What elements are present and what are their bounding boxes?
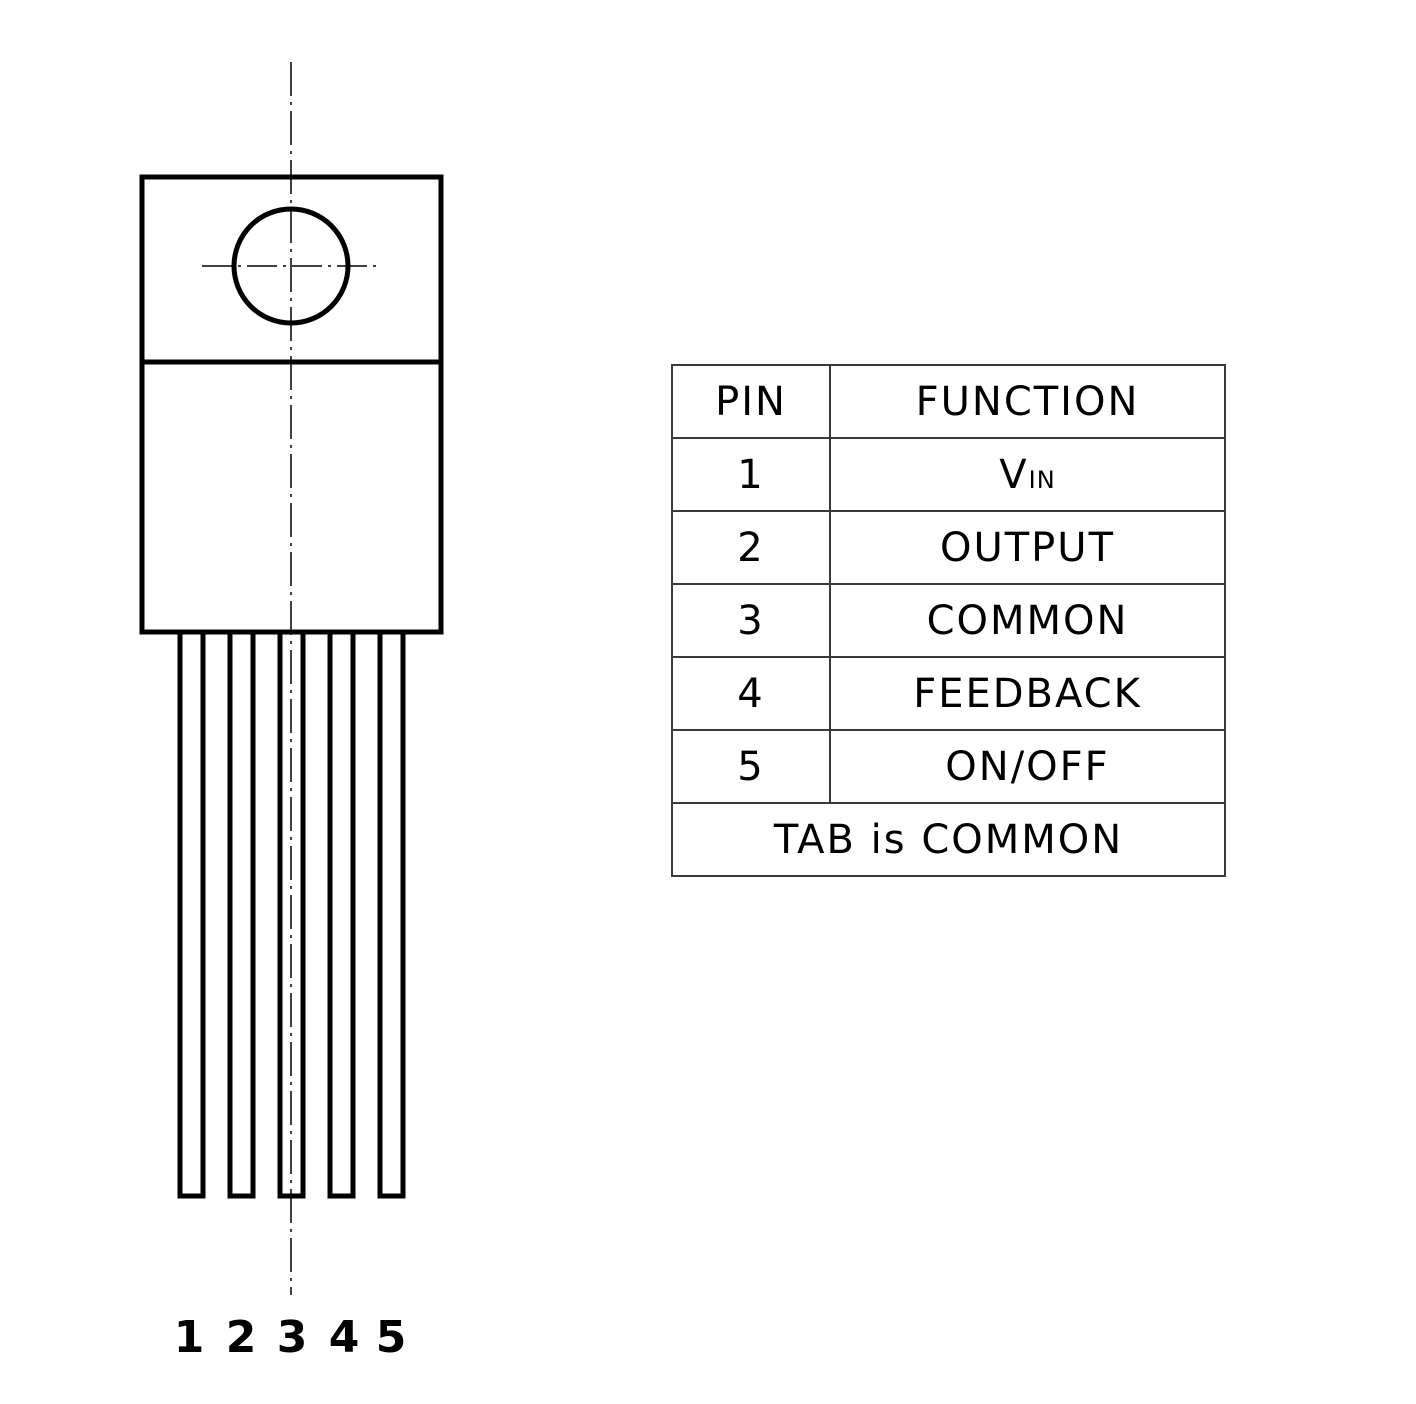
pin-function-table: PIN FUNCTION 1 VIN 2 OUTPUT 3 COMMON 4 F… <box>671 364 1226 877</box>
lead-1 <box>177 629 206 1199</box>
lead-2 <box>227 629 256 1199</box>
pin-label-3: 3 <box>277 1312 308 1363</box>
lead-3 <box>277 629 306 1199</box>
lead-5 <box>377 629 406 1199</box>
function-cell: OUTPUT <box>829 510 1226 585</box>
pin-label-5: 5 <box>376 1312 407 1363</box>
function-cell: VIN <box>829 437 1226 512</box>
table-footer-row: TAB is COMMON <box>671 802 1226 877</box>
function-cell: FEEDBACK <box>829 656 1226 731</box>
function-cell: COMMON <box>829 583 1226 658</box>
header-pin: PIN <box>671 364 831 439</box>
package-body <box>139 359 444 635</box>
pin-cell: 2 <box>671 510 831 585</box>
tab-note: TAB is COMMON <box>671 802 1226 877</box>
lead-4 <box>327 629 356 1199</box>
table-row: 5 ON/OFF <box>671 729 1226 804</box>
table-header-row: PIN FUNCTION <box>671 364 1226 439</box>
pin-label-2: 2 <box>226 1312 257 1363</box>
pin-cell: 1 <box>671 437 831 512</box>
table-row: 3 COMMON <box>671 583 1226 658</box>
pin-cell: 3 <box>671 583 831 658</box>
function-subscript: IN <box>1028 465 1056 494</box>
function-cell: ON/OFF <box>829 729 1226 804</box>
header-function: FUNCTION <box>829 364 1226 439</box>
table-row: 1 VIN <box>671 437 1226 512</box>
pin-cell: 4 <box>671 656 831 731</box>
table-row: 4 FEEDBACK <box>671 656 1226 731</box>
pin-cell: 5 <box>671 729 831 804</box>
function-main: V <box>999 451 1029 498</box>
pin-label-1: 1 <box>174 1312 205 1363</box>
pin-label-4: 4 <box>329 1312 360 1363</box>
table-row: 2 OUTPUT <box>671 510 1226 585</box>
